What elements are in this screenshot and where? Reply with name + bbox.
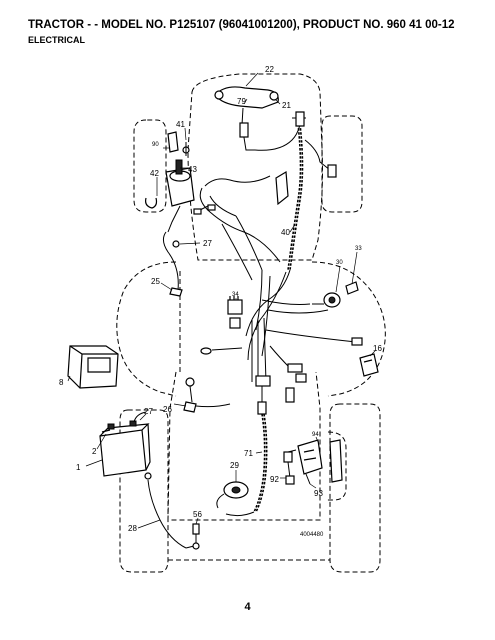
section-subtitle: ELECTRICAL	[28, 35, 85, 45]
part-label-16: 16	[373, 344, 382, 353]
part-label-21: 21	[282, 101, 291, 110]
part-label-42: 42	[150, 169, 159, 178]
part-label-90: 90	[152, 142, 159, 148]
part-label-92: 92	[270, 475, 279, 484]
battery-cable-26	[183, 377, 231, 413]
pto-switch	[312, 281, 359, 308]
part-label-25: 25	[151, 277, 160, 286]
part-label-1: 1	[76, 463, 81, 472]
headlight-harness	[214, 86, 301, 151]
battery	[99, 411, 151, 477]
wiring-loom	[193, 175, 363, 415]
part-label-33: 33	[355, 246, 362, 252]
ground-cable-28	[144, 472, 200, 550]
part-label-93: 93	[314, 489, 323, 498]
page-title: TRACTOR - - MODEL NO. P125107 (960410012…	[28, 19, 455, 31]
part-label-56: 56	[193, 510, 202, 519]
relay-34	[227, 296, 243, 329]
part-label-43: 43	[188, 165, 197, 174]
part-label-8: 8	[59, 378, 64, 387]
coil-wire-71	[216, 413, 268, 517]
seat-switch-16	[359, 353, 379, 377]
battery-box	[67, 345, 119, 389]
part-label-27-upper: 27	[203, 239, 212, 248]
ground-wire	[162, 231, 183, 297]
part-number-labels: 22 79 21 41 90 43 42 27 40 33 30 25 34 1…	[59, 65, 382, 538]
ignition-switch-assembly	[145, 131, 195, 233]
drawing-number: 4004480	[300, 532, 324, 538]
tractor-outline	[116, 73, 386, 573]
part-label-40: 40	[281, 228, 290, 237]
main-coil-harness	[275, 111, 337, 271]
leader-lines	[67, 72, 376, 529]
part-label-2: 2	[92, 447, 97, 456]
part-label-30: 30	[336, 260, 343, 266]
part-label-29: 29	[230, 461, 239, 470]
part-label-34: 34	[232, 292, 239, 298]
part-label-94: 94	[312, 432, 319, 438]
part-label-27-lower: 27	[144, 407, 153, 416]
page-number: 4	[244, 601, 251, 613]
part-label-41: 41	[176, 120, 185, 129]
part-label-26: 26	[163, 405, 172, 414]
part-label-28: 28	[128, 524, 137, 533]
interlock-assembly	[283, 431, 347, 501]
part-label-71: 71	[244, 449, 253, 458]
part-label-79: 79	[237, 97, 246, 106]
part-label-22: 22	[265, 65, 274, 74]
